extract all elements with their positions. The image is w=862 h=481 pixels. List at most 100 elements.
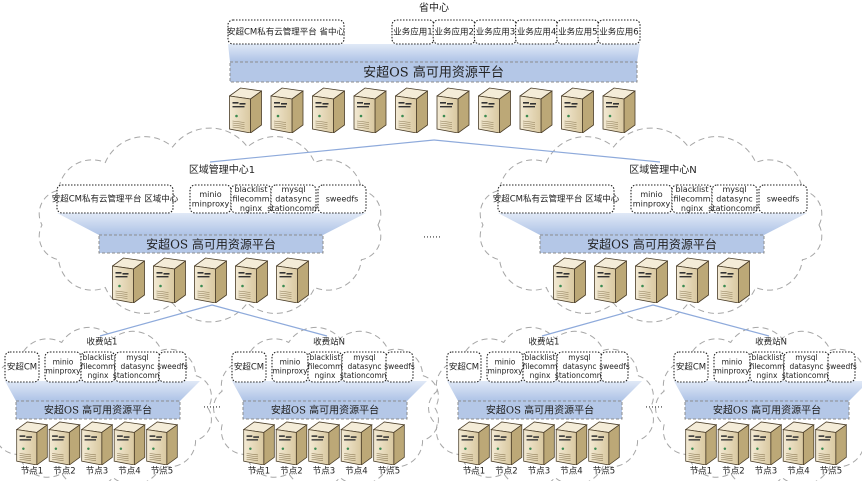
service-box-label: mysql [795,353,818,362]
station-funnel [447,381,642,401]
service-box-label: sweedfs [384,362,415,371]
service-box-label: filecomm [673,195,710,204]
server-icon [490,421,523,465]
service-box: sweedfs [317,184,367,214]
app-box-frame [515,19,559,45]
service-box-frame [80,351,116,383]
service-box-label: mysql [126,353,149,362]
service-box-label: minio [199,190,221,199]
link-province-region1 [209,139,435,163]
node-label: 节点4 [118,467,140,477]
region-cm-box: 安超CM私有云管理平台 区域中心 [52,184,179,214]
service-box: sweedfs [826,351,857,383]
service-box-label: minio [53,358,74,367]
server-icon [235,257,268,303]
service-box-label: nginx [240,204,262,213]
ellipsis-stations: …… [203,401,221,411]
server-icon [553,257,586,303]
service-box-label: mysql [353,353,376,362]
region-platform-bar [539,234,765,254]
service-box: sweedfs [384,351,415,383]
server-icon [16,421,48,465]
app-box-label: 业务应用6 [599,27,638,38]
server-icon [782,421,815,465]
node-label: 节点4 [345,467,367,477]
service-box-frame [189,184,232,214]
region-title: 区域管理中心1 [189,163,255,176]
service-box-label: blacklist [676,185,709,194]
node-label: 节点1 [463,467,485,477]
station-platform-label: 安超OS 高可用资源平台 [713,404,821,417]
server-icon [519,87,553,133]
station-funnel [674,381,862,401]
server-icon [458,421,490,465]
toll-station: 收费站1安超CMminiominproxyblacklistfilecommng… [4,337,200,477]
region-cloud [479,127,823,323]
service-box-frame [630,184,673,214]
province-title: 省中心 [419,1,449,14]
station-platform-label: 安超OS 高可用资源平台 [44,404,152,417]
service-box-label: stationcomm [555,371,604,380]
node-label: 节点2 [495,467,517,477]
station-cm-box-frame [446,351,482,383]
app-box: 业务应用3 [473,19,517,45]
region-platform-label: 安超OS 高可用资源平台 [146,237,276,252]
region-cm-box-frame [56,184,174,214]
station-platform: 安超OS 高可用资源平台 [457,400,623,420]
link-region-station [99,304,213,337]
service-box-label: nginx [315,371,336,380]
server-icon [676,257,709,303]
service-box-label: stationcomm [782,371,831,380]
station-cm-box-frame [673,351,709,383]
service-box-label: sweedfs [157,362,188,371]
server-icon [48,421,81,465]
station-cm-box: 安超CM [446,351,482,383]
link-province-regionN [433,139,661,163]
province-cm-box-frame [227,19,345,45]
station-cm-box: 安超CM [4,351,40,383]
service-box-label: stationcomm [708,204,761,213]
service-box-label: filecomm [232,195,269,204]
app-box: 业务应用2 [432,19,476,45]
server-icon [602,87,636,133]
service-box-frame [711,184,758,214]
server-icon [276,257,309,303]
service-box-label: datasync [562,362,596,371]
node-label: 节点4 [787,467,809,477]
service-box-frame [827,351,856,383]
service-box-frame [230,184,272,214]
station-cm-box-label: 安超CM [676,362,706,373]
station-cm-box-label: 安超CM [234,362,264,373]
app-box-label: 业务应用5 [558,27,597,38]
node-label: 节点2 [722,467,744,477]
service-box-label: minproxy [714,367,750,376]
region-cm-box-label: 安超CM私有云管理平台 区域中心 [52,194,179,205]
service-box-frame [783,351,830,383]
app-box: 业务应用5 [556,19,600,45]
app-box-frame [556,19,600,45]
server-icon [353,87,387,133]
node-label: 节点1 [21,467,43,477]
station-platform-bar [684,400,850,420]
service-box: sweedfs [157,351,188,383]
link-region-station [211,304,328,337]
server-icon [561,87,594,133]
service-box-label: datasync [120,362,154,371]
station-cloud [0,326,212,481]
service-box-label: nginx [88,371,109,380]
server-icon [113,421,146,465]
service-box-label: filecomm [81,362,116,371]
service-box-label: blacklist [525,353,556,362]
service-box-label: minproxy [45,367,81,376]
ellipsis-regions: …… [423,231,441,241]
node-label: 节点5 [593,467,615,477]
server-icon [340,421,373,465]
service-box-label: minio [280,358,301,367]
